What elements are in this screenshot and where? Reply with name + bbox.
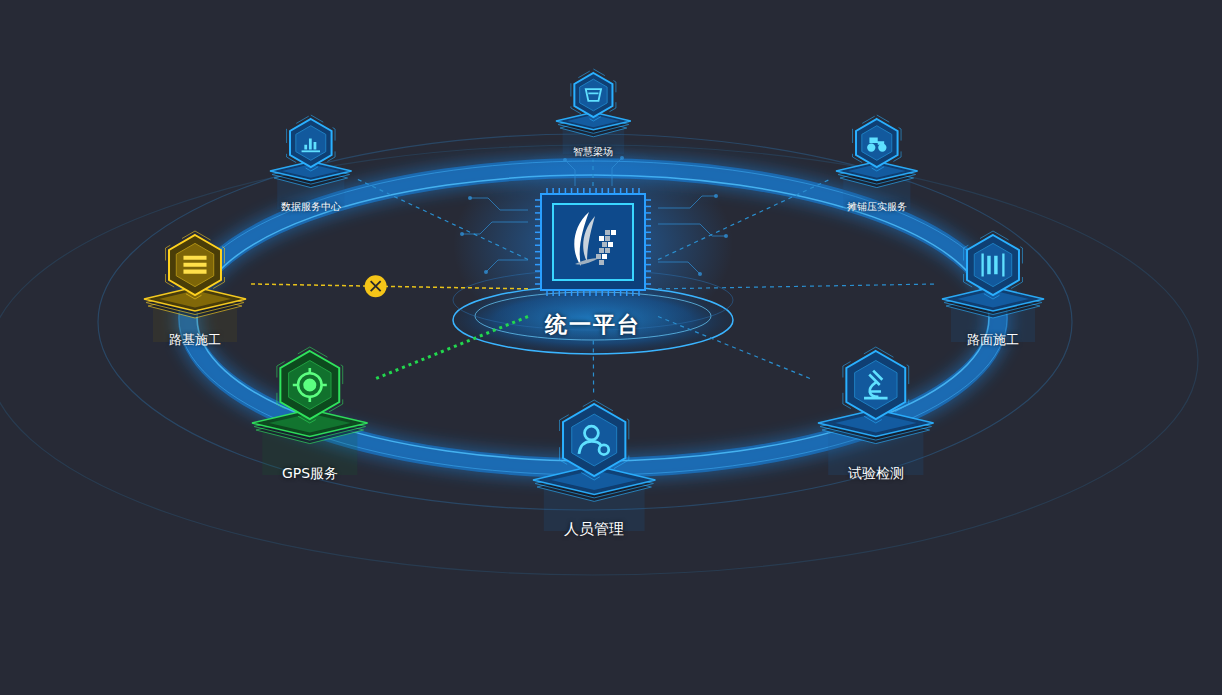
hex-node: 智慧梁场 [551, 65, 636, 160]
icon-frame [570, 69, 615, 121]
node-label: 人员管理 [564, 520, 624, 538]
icon-hexagon [967, 235, 1019, 295]
icon-glyph [983, 253, 1004, 276]
hex-icon [937, 227, 1049, 350]
icon-inner-hexagon [855, 361, 897, 410]
dashed-connector [357, 179, 528, 260]
hex-icon [139, 227, 251, 350]
hex-icon [813, 343, 939, 484]
icon-inner-hexagon [862, 126, 892, 161]
icon-glyph [293, 368, 327, 402]
icon-frame [559, 400, 628, 480]
dashed-connector [373, 317, 528, 380]
icon-inner-hexagon [296, 126, 326, 161]
icon-inner-hexagon [289, 361, 331, 410]
icon-frame [166, 231, 225, 299]
icon-hexagon [563, 404, 625, 476]
icon-frame [277, 347, 343, 423]
hex-icon [528, 396, 660, 540]
node-label: 路面施工 [967, 332, 1019, 348]
dashed-connector [658, 284, 937, 289]
dashed-connector [593, 341, 595, 397]
icon-glyph [868, 137, 886, 150]
icon-frame [964, 231, 1023, 299]
node-label: 路基施工 [169, 332, 221, 348]
icon-hexagon [856, 119, 898, 167]
hex-node: 路基施工 [139, 227, 251, 350]
icon-hexagon [281, 351, 340, 419]
icon-hexagon [290, 119, 332, 167]
icon-inner-hexagon [974, 243, 1011, 286]
platform-logo [574, 212, 616, 266]
hex-icon [247, 343, 373, 484]
icon-glyph [585, 89, 600, 101]
icon-frame [843, 347, 909, 423]
dashed-connector [658, 179, 831, 260]
hex-node: 试验检测 [813, 343, 939, 484]
node-label: 统一平台 [545, 312, 641, 338]
node-label: 摊铺压实服务 [847, 201, 907, 213]
icon-frame [853, 115, 901, 171]
node-label: 试验检测 [848, 465, 904, 482]
node-label: 数据服务中心 [281, 201, 341, 213]
chip-pins [535, 188, 651, 296]
hex-node: 路面施工 [937, 227, 1049, 350]
chip-body [541, 194, 645, 290]
platform-chip: 统一平台 [528, 186, 658, 341]
icon-hexagon [574, 73, 612, 117]
icon-glyph [302, 138, 320, 151]
icon-inner-hexagon [572, 414, 617, 466]
hex-node: 摊铺压实服务 [831, 111, 923, 215]
hex-node: 数据服务中心 [265, 111, 357, 215]
hex-node: 人员管理 [528, 396, 660, 540]
icon-glyph [183, 256, 206, 274]
icon-glyph [864, 371, 888, 398]
hex-node: GPS服务 [247, 343, 373, 484]
icon-inner-hexagon [579, 79, 606, 111]
break-marker [365, 275, 387, 297]
chip-core [553, 204, 633, 280]
dashed-connector [251, 284, 528, 289]
icon-hexagon [847, 351, 906, 419]
icon-glyph [579, 426, 609, 454]
icon-frame [287, 115, 335, 171]
dashed-connector [592, 160, 593, 187]
icon-hexagon [169, 235, 221, 295]
hex-icon [265, 111, 357, 215]
icon-inner-hexagon [176, 243, 213, 286]
hex-icon [551, 65, 636, 160]
node-label: 智慧梁场 [573, 146, 613, 158]
node-label: GPS服务 [282, 465, 338, 482]
dashed-connector [658, 317, 813, 380]
hex-icon [831, 111, 923, 215]
